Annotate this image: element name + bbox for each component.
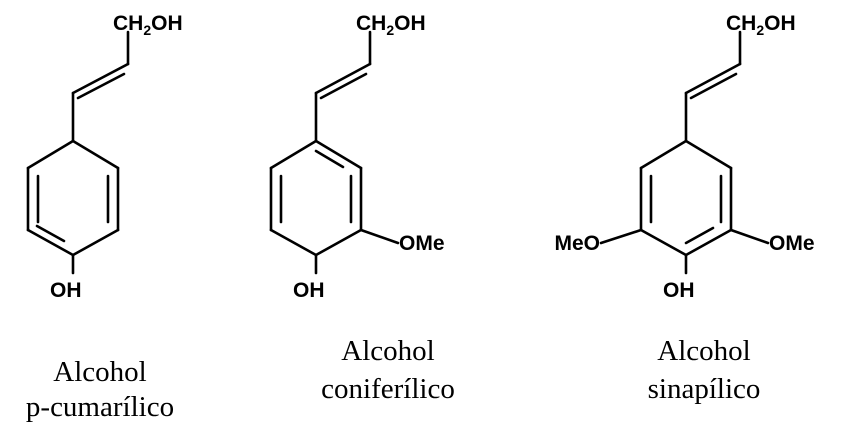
structure-sinapilico <box>599 30 770 275</box>
molecule-sinapilico: CH2OH OH OMe MeO Alcohol sinapílico <box>554 12 814 405</box>
bottom-group-label: OH <box>50 279 82 302</box>
name-line1: Alcohol <box>657 335 750 367</box>
top-group-label: CH2OH <box>726 12 796 38</box>
name-line1: Alcohol <box>341 335 434 367</box>
left-substituent-label: MeO <box>554 232 600 255</box>
name-line2: p-cumarílico <box>26 391 174 423</box>
bottom-group-label: OH <box>663 279 695 302</box>
bottom-group-label: OH <box>293 279 325 302</box>
molecule-p-cumarilico: CH2OH OH Alcohol p-cumarílico <box>26 12 183 423</box>
name-line2: coniferílico <box>321 373 455 405</box>
right-substituent-label: OMe <box>769 232 815 255</box>
molecule-coniferilico: CH2OH OH OMe Alcohol coniferílico <box>269 12 455 405</box>
top-group-label: CH2OH <box>113 12 183 38</box>
structure-coniferilico <box>269 30 400 275</box>
name-line2: sinapílico <box>648 373 761 405</box>
name-line1: Alcohol <box>53 356 146 388</box>
right-substituent-label: OMe <box>399 232 445 255</box>
top-group-label: CH2OH <box>356 12 426 38</box>
structure-p-cumarilico <box>26 30 130 275</box>
